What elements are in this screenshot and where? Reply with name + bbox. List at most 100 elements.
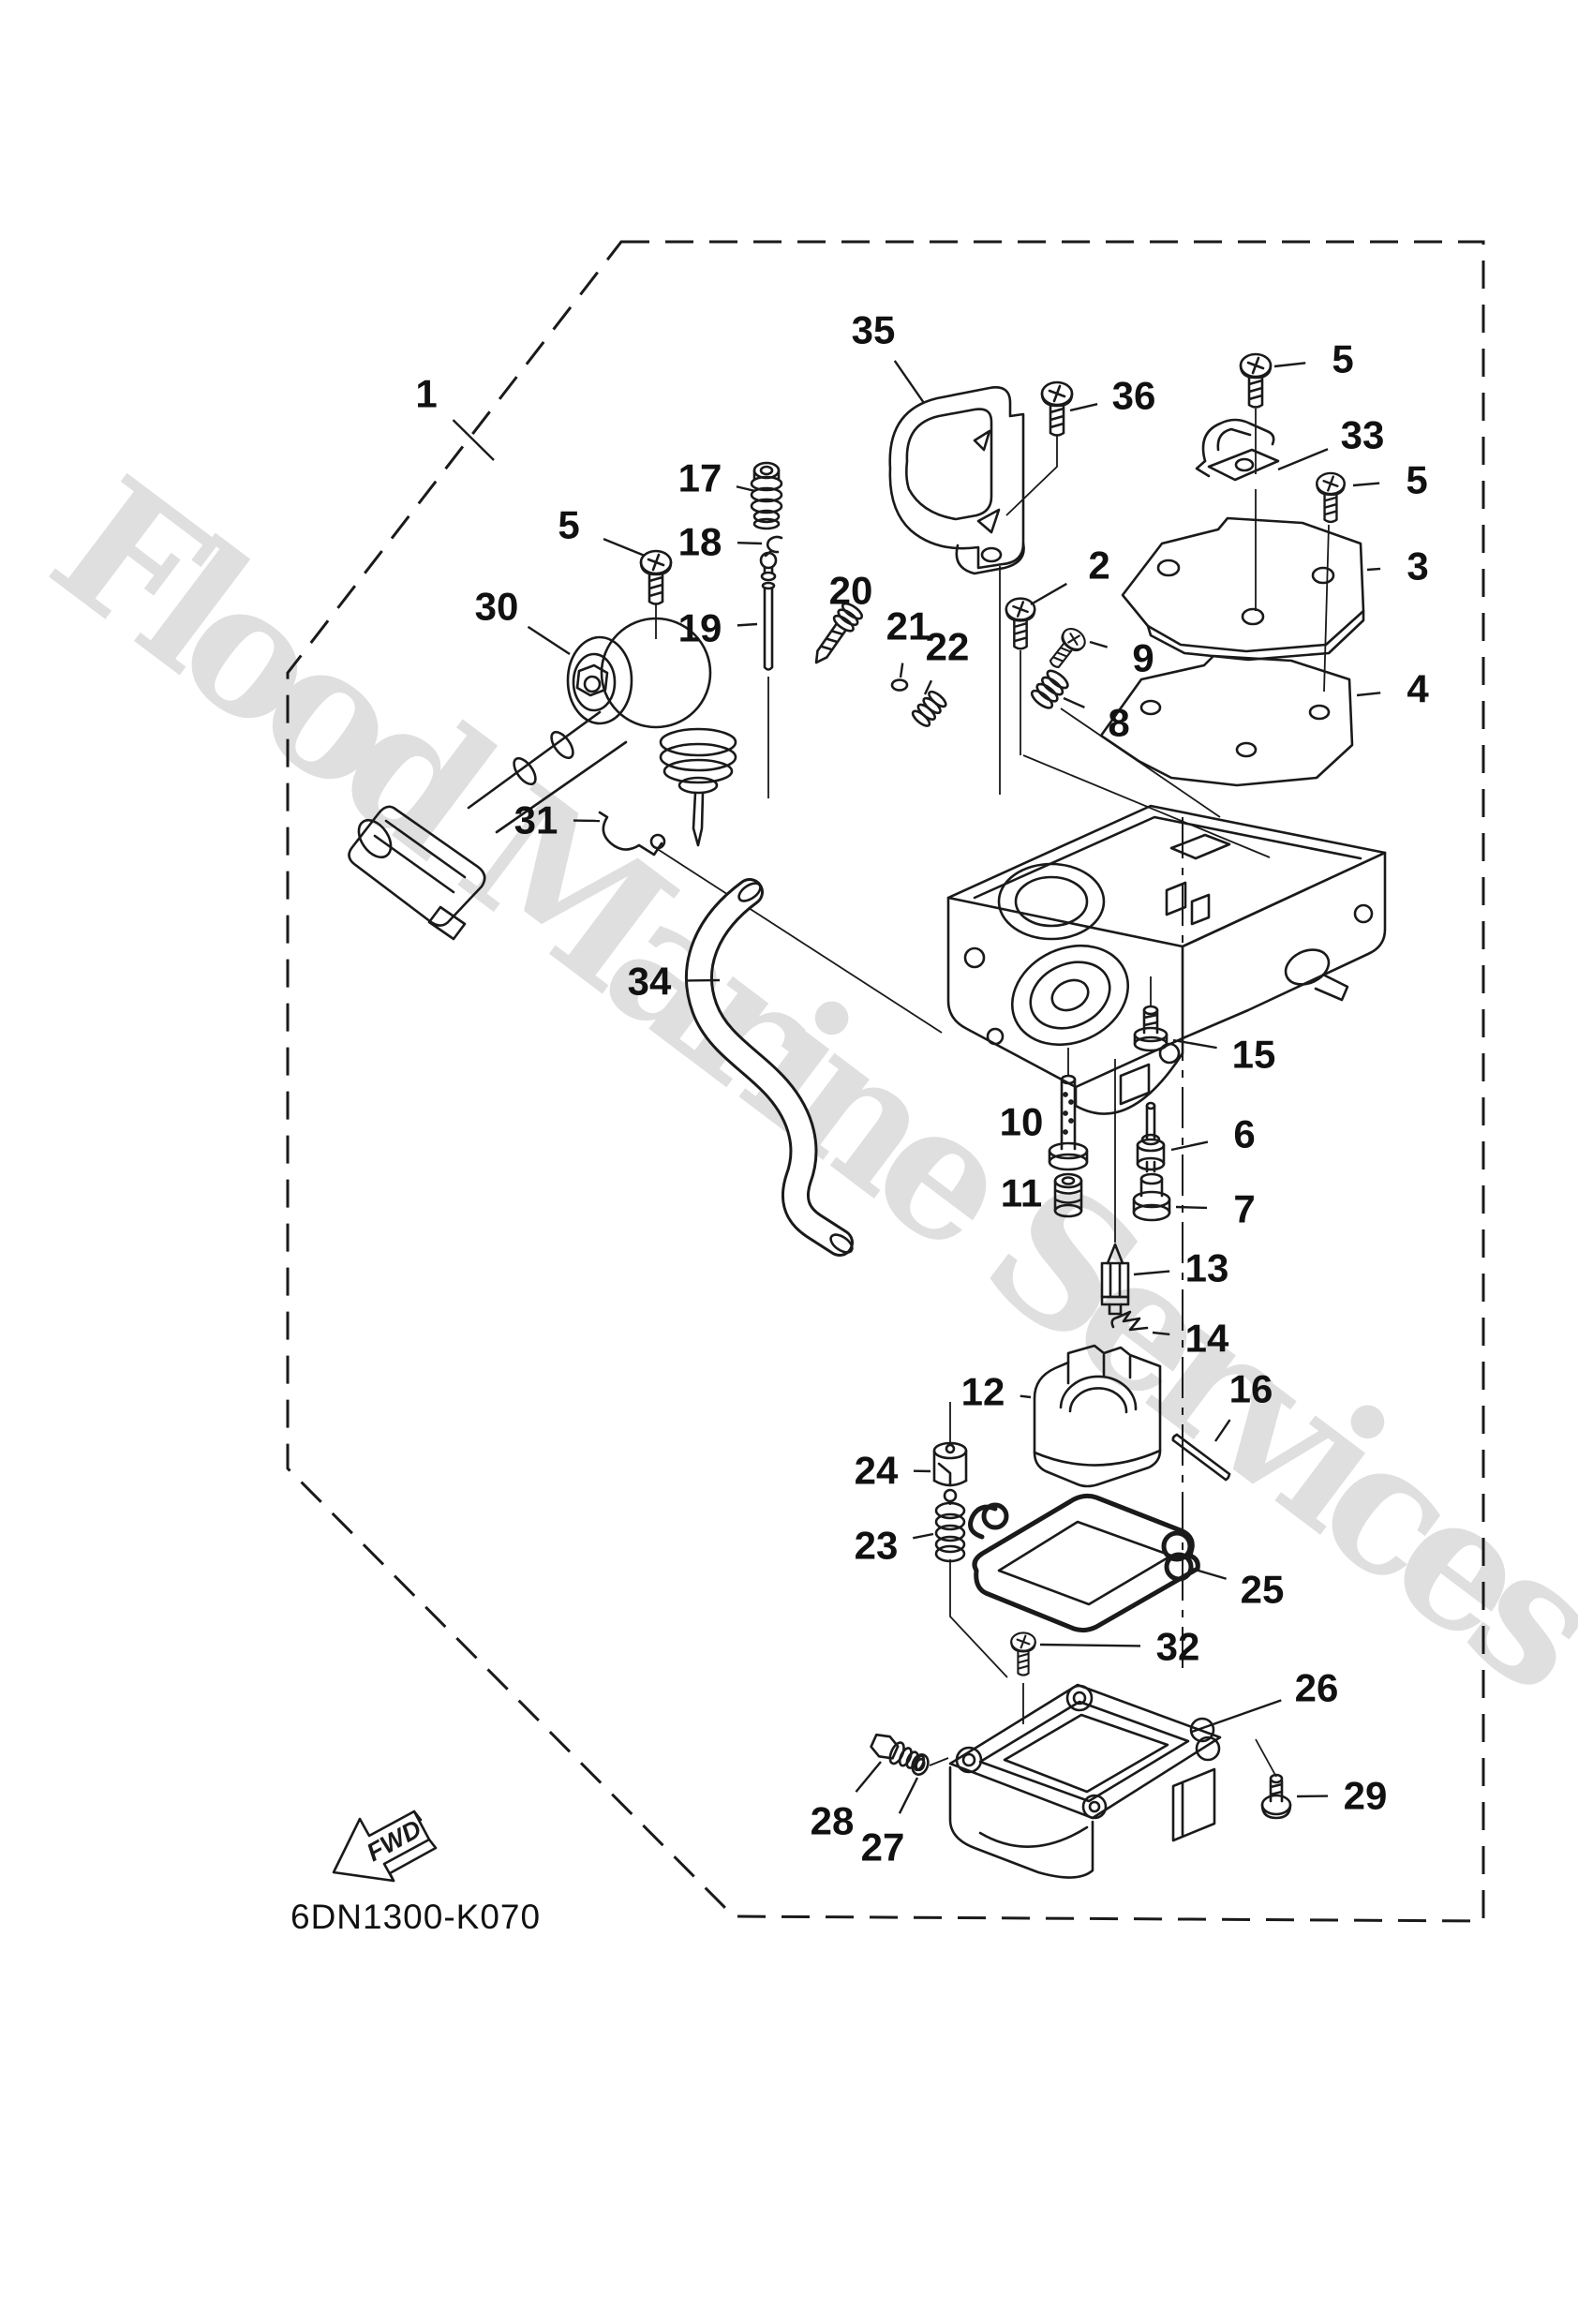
part-19-rod [759, 551, 778, 671]
part-28-drain-screw [870, 1733, 926, 1772]
callout-label-29: 29 [1344, 1774, 1388, 1818]
callout-leader-1 [452, 419, 495, 461]
part-2-screw [1005, 597, 1036, 650]
watermark-text: Flood Marine Services [17, 439, 1578, 1734]
part-35-bracket [888, 386, 1025, 575]
part-5-screw-left [639, 549, 673, 605]
callout-label-8: 8 [1108, 701, 1129, 745]
callout-label-16: 16 [1229, 1367, 1273, 1411]
callout-leader-30 [527, 625, 571, 656]
callout-label-13: 13 [1185, 1246, 1229, 1290]
part-code: 6DN1300-K070 [290, 1898, 541, 1936]
callout-label-35: 35 [852, 308, 896, 352]
callout-label-18: 18 [678, 520, 722, 564]
callout-label-26: 26 [1295, 1666, 1339, 1710]
callout-label-27: 27 [861, 1825, 905, 1870]
part-14-clip [1110, 1310, 1149, 1332]
part-11-jet [1053, 1172, 1083, 1218]
part-26-float-bowl [948, 1683, 1222, 1879]
callout-label-19: 19 [678, 606, 722, 650]
part-15-bolt [1133, 1005, 1169, 1052]
callout-leader-22 [923, 679, 933, 695]
callout-leader-3 [1366, 567, 1381, 572]
callout-leader-15 [1172, 1038, 1217, 1050]
callout-label-5: 5 [1332, 337, 1353, 381]
part-10-nozzle [1048, 1074, 1089, 1171]
callout-label-24: 24 [855, 1449, 899, 1493]
part-22-spring [911, 690, 947, 727]
part-34-hose [685, 878, 854, 1257]
part-6-pilot-screw [1136, 1101, 1166, 1173]
callout-leader-2 [1030, 582, 1067, 606]
part-20-idle-screw [814, 602, 864, 664]
part-29-screw [1260, 1773, 1292, 1820]
callout-label-14: 14 [1185, 1317, 1229, 1361]
callout-leader-28 [855, 1761, 882, 1793]
part-30-solenoid [348, 617, 737, 941]
part-17-plunger-cap [750, 461, 783, 530]
part-12-float [1033, 1344, 1162, 1488]
callout-label-22: 22 [926, 625, 970, 669]
callout-leader-6 [1170, 1140, 1209, 1152]
callout-label-21: 21 [886, 604, 930, 648]
callout-leader-23 [913, 1532, 934, 1540]
callout-leader-16 [1214, 1419, 1231, 1442]
callout-leader-35 [893, 360, 925, 404]
callout-label-30: 30 [475, 585, 519, 629]
callout-label-2: 2 [1088, 544, 1109, 588]
callout-leader-7 [1175, 1205, 1208, 1210]
callout-label-9: 9 [1132, 636, 1154, 680]
callout-label-36: 36 [1112, 374, 1156, 418]
callout-leader-36 [1069, 402, 1098, 412]
part-7-plug [1132, 1172, 1171, 1222]
part-24-plunger [932, 1441, 968, 1503]
part-4-gasket [1099, 654, 1354, 787]
callout-leader-19 [737, 622, 758, 627]
callout-leader-33 [1277, 448, 1329, 471]
callout-label-20: 20 [829, 569, 873, 613]
callout-label-3: 3 [1407, 544, 1428, 588]
callout-leader-5 [1273, 362, 1306, 368]
part-32-screw [1010, 1631, 1036, 1676]
callout-leader-13 [1133, 1270, 1170, 1276]
callout-label-5: 5 [558, 503, 579, 547]
callout-label-11: 11 [1001, 1171, 1042, 1215]
callout-label-10: 10 [1000, 1100, 1044, 1144]
callout-leader-14 [1152, 1331, 1170, 1336]
callout-label-32: 32 [1156, 1625, 1200, 1669]
callout-leader-18 [737, 542, 763, 545]
part-25-bowl-gasket [968, 1493, 1200, 1633]
callout-leader-12 [1020, 1394, 1032, 1399]
part-8-spring [1030, 669, 1069, 709]
callout-leader-9 [1089, 640, 1109, 648]
callout-label-31: 31 [514, 798, 558, 842]
callout-label-6: 6 [1233, 1112, 1255, 1156]
callout-label-1: 1 [415, 372, 437, 416]
part-23-spring [934, 1501, 966, 1563]
callout-label-4: 4 [1407, 667, 1429, 711]
callout-label-12: 12 [961, 1370, 1005, 1414]
part-21-oring [890, 678, 909, 692]
fwd-arrow: FWD [332, 1810, 438, 1883]
callout-leader-21 [899, 663, 904, 678]
callout-leader-4 [1356, 692, 1381, 697]
part-31-clip [598, 811, 666, 857]
part-1-carburetor-body [946, 804, 1387, 1115]
part-5-screw-top [1239, 352, 1273, 409]
callout-label-33: 33 [1341, 413, 1385, 457]
part-27-washer [911, 1753, 930, 1776]
part-16-float-pin [1171, 1433, 1231, 1482]
callout-label-5: 5 [1406, 458, 1427, 502]
part-33-clamp [1195, 418, 1280, 482]
callout-leader-5 [1352, 482, 1380, 487]
part-5-screw-right [1316, 471, 1346, 524]
callout-label-23: 23 [855, 1524, 899, 1568]
callout-leader-25 [1191, 1567, 1227, 1580]
part-3-plate [1121, 516, 1365, 662]
callout-label-25: 25 [1241, 1568, 1285, 1612]
callout-label-17: 17 [678, 456, 722, 500]
callout-label-28: 28 [811, 1799, 855, 1843]
